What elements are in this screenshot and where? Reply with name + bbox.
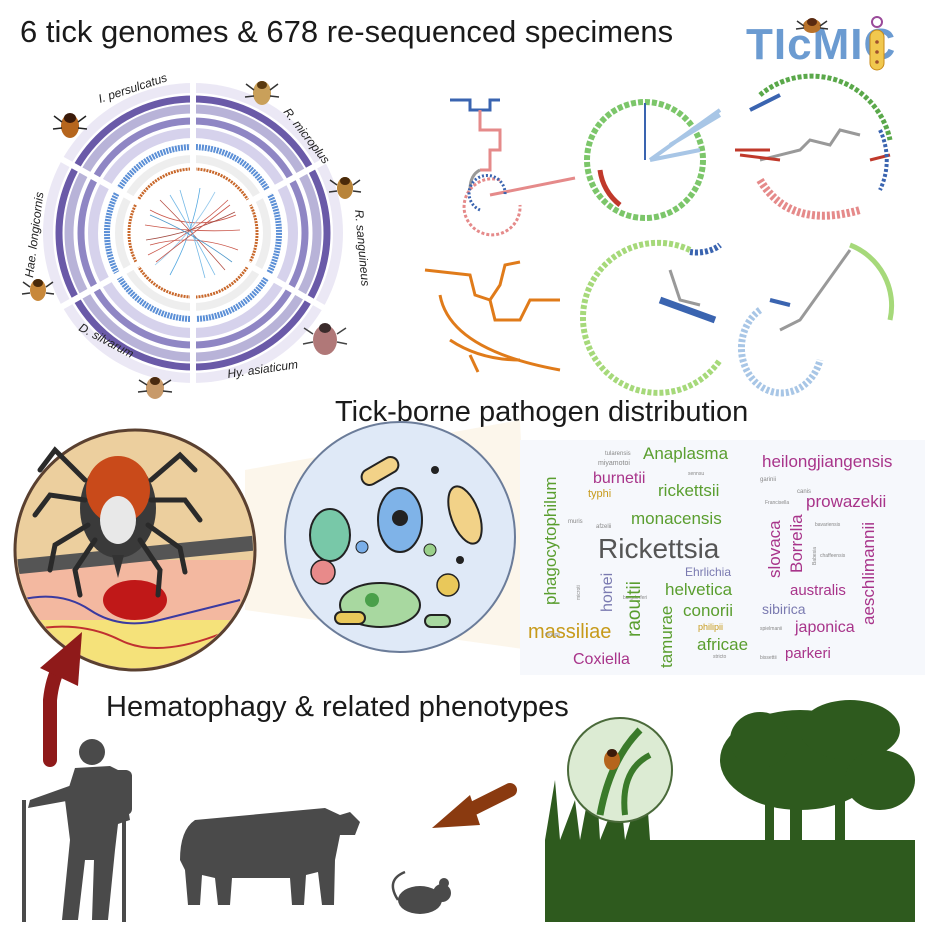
word-sennsu: sennsu (688, 471, 705, 477)
word-burnetii: burnetii (593, 470, 646, 487)
word-honei: honei (599, 572, 616, 612)
word-prowazekii: prowazekii (806, 492, 887, 511)
hematophagy-arrow (40, 632, 82, 767)
word-helvetica: helvetica (665, 580, 733, 599)
word-monacensis: monacensis (631, 509, 722, 528)
phylogenetic-trees (424, 73, 895, 397)
word-bavariensis: bavariensis (815, 522, 841, 528)
word-canis: canis (797, 489, 812, 495)
word-typhi: typhi (588, 488, 612, 500)
word-massiliae: massiliae (528, 621, 612, 643)
tick-icon-i-persulcatus (52, 113, 88, 138)
phylo-tree-5 (579, 239, 723, 396)
word-borrelia: Borrelia (787, 514, 806, 573)
human-hiker-silhouette (22, 739, 132, 922)
tick-icon-feeding (32, 446, 203, 598)
phylo-tree-2 (584, 99, 722, 221)
phylo-tree-1 (450, 98, 576, 237)
rod-bacteria-icon (334, 456, 451, 628)
trees (720, 700, 915, 870)
tick-icon-r-microplus (244, 81, 280, 105)
word-bissettii: bissettii (760, 655, 777, 661)
word-garinii: garinii (760, 477, 777, 483)
tick-icon-d-silvarum (137, 377, 173, 399)
tick-icon-r-sanguineus (328, 177, 362, 199)
word-ehrlichia: Ehrlichia (685, 565, 732, 579)
tick-icon-hae-longicornis (21, 279, 55, 301)
word-aeschlimannii: aeschlimannii (859, 522, 878, 625)
word-australis: australis (790, 582, 846, 599)
word-sibirica: sibirica (762, 601, 806, 617)
species-label-r-sanguineus: R. sanguineus (352, 209, 373, 287)
word-tularensis: tularensis (605, 451, 631, 457)
virus-icon (310, 466, 464, 597)
word-parkeri: parkeri (785, 645, 831, 662)
phylo-tree-4 (424, 260, 561, 373)
pathogen-illustration (284, 421, 516, 653)
amoeba-icon (309, 508, 351, 562)
word-africae: africae (697, 635, 749, 654)
logo-tick-icon (795, 18, 829, 33)
word-rickettsia: Rickettsia (598, 533, 720, 564)
word-afzelii: afzelii (596, 524, 612, 530)
word-spielmanii: spielmanii (760, 626, 783, 632)
cow-silhouette (180, 808, 360, 905)
phylo-tree-6 (737, 242, 895, 397)
species-label-hae-longicornis: Hae. longicornis (22, 191, 46, 278)
pathogen-wordcloud: Anaplasma heilongjiangensis burnetii ric… (520, 440, 925, 675)
main-title: 6 tick genomes & 678 re-sequenced specim… (20, 14, 674, 49)
word-muris: muris (568, 519, 583, 525)
word-stricto: stricto (713, 654, 727, 660)
word-microti: microti (576, 585, 582, 600)
word-slovaca: slovaca (765, 520, 784, 578)
bacteria-icon (377, 487, 423, 553)
word-mongii: mongii (545, 632, 560, 638)
word-tamurae: tamurae (657, 605, 676, 668)
word-heilongjiangensis: heilongjiangensis (762, 452, 893, 471)
word-conorii: conorii (683, 601, 734, 620)
word-burgdorferi: burgdorferi (623, 595, 648, 601)
word-raoultii: raoultii (624, 581, 645, 637)
phenotypes-section-title: Hematophagy & related phenotypes (106, 691, 569, 723)
tick-on-grass-icon (567, 717, 673, 823)
word-philipii: philipii (698, 622, 724, 632)
habitat-scene (545, 700, 915, 922)
tick-icon-hy-asiaticum (302, 323, 348, 355)
word-francisella: Francisella (765, 500, 790, 506)
logo-microbe-icon (869, 16, 885, 71)
ticmic-logo: TIcMIC (746, 12, 912, 78)
circos-ring-blue (104, 144, 282, 322)
word-japonica: japonica (795, 619, 855, 636)
word-babesia: Babesia (812, 546, 818, 565)
circos-links (144, 187, 241, 279)
word-rickettsii: rickettsii (658, 481, 720, 500)
word-miyamotoi: miyamotoi (598, 460, 630, 467)
protozoa-icon (447, 485, 483, 545)
word-anaplasma: Anaplasma (643, 444, 729, 463)
circos-plot: I. persulcatus R. microplus R. sanguineu… (22, 70, 373, 386)
phylo-tree-3 (735, 73, 893, 220)
word-phagocytophilum: phagocytophilum (541, 476, 560, 605)
habitat-arrow (432, 783, 517, 828)
word-chaffeensis: chaffeensis (820, 553, 846, 559)
word-coxiella: Coxiella (573, 651, 630, 668)
mouse-silhouette (391, 870, 451, 914)
